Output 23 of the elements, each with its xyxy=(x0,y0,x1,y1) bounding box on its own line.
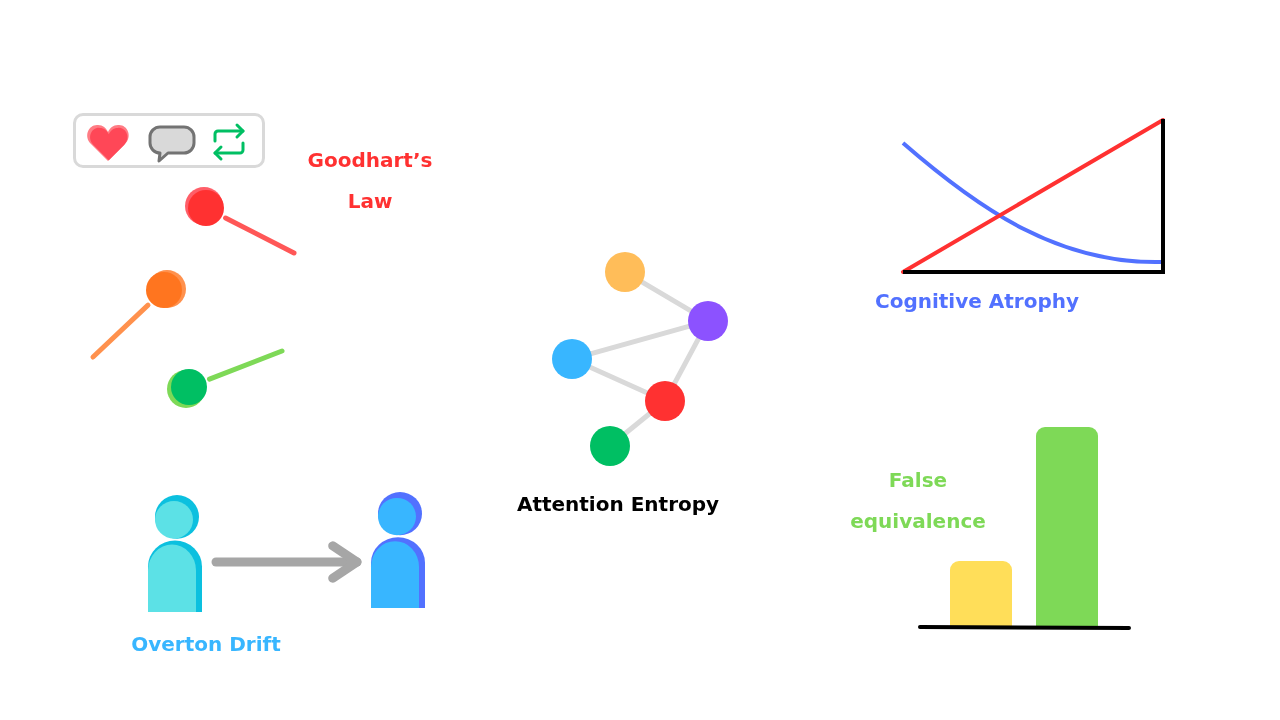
caption-label: False equivalence xyxy=(850,467,986,535)
circle-node xyxy=(605,252,645,292)
arrow xyxy=(211,541,362,583)
person-icon xyxy=(371,492,425,608)
circle-node xyxy=(146,270,186,308)
connector-line xyxy=(207,348,285,382)
circle-node xyxy=(688,301,728,341)
caption-label: Overton Drift xyxy=(131,631,281,657)
connector-line xyxy=(90,302,151,360)
circle-node xyxy=(167,369,207,408)
connector-line xyxy=(623,411,652,436)
person-icon xyxy=(148,495,202,612)
caption-label: Attention Entropy xyxy=(516,491,720,517)
connector-line xyxy=(639,279,694,314)
caption-label: Cognitive Atrophy xyxy=(875,288,1079,314)
connector-line xyxy=(223,215,297,256)
connector-line xyxy=(672,336,701,386)
caption-label: Goodhart’s Law xyxy=(307,147,433,215)
connector-line xyxy=(587,364,650,396)
circle-node xyxy=(590,426,630,466)
circle-node xyxy=(645,381,685,421)
circle-node xyxy=(185,187,224,226)
circle-node xyxy=(552,339,592,379)
